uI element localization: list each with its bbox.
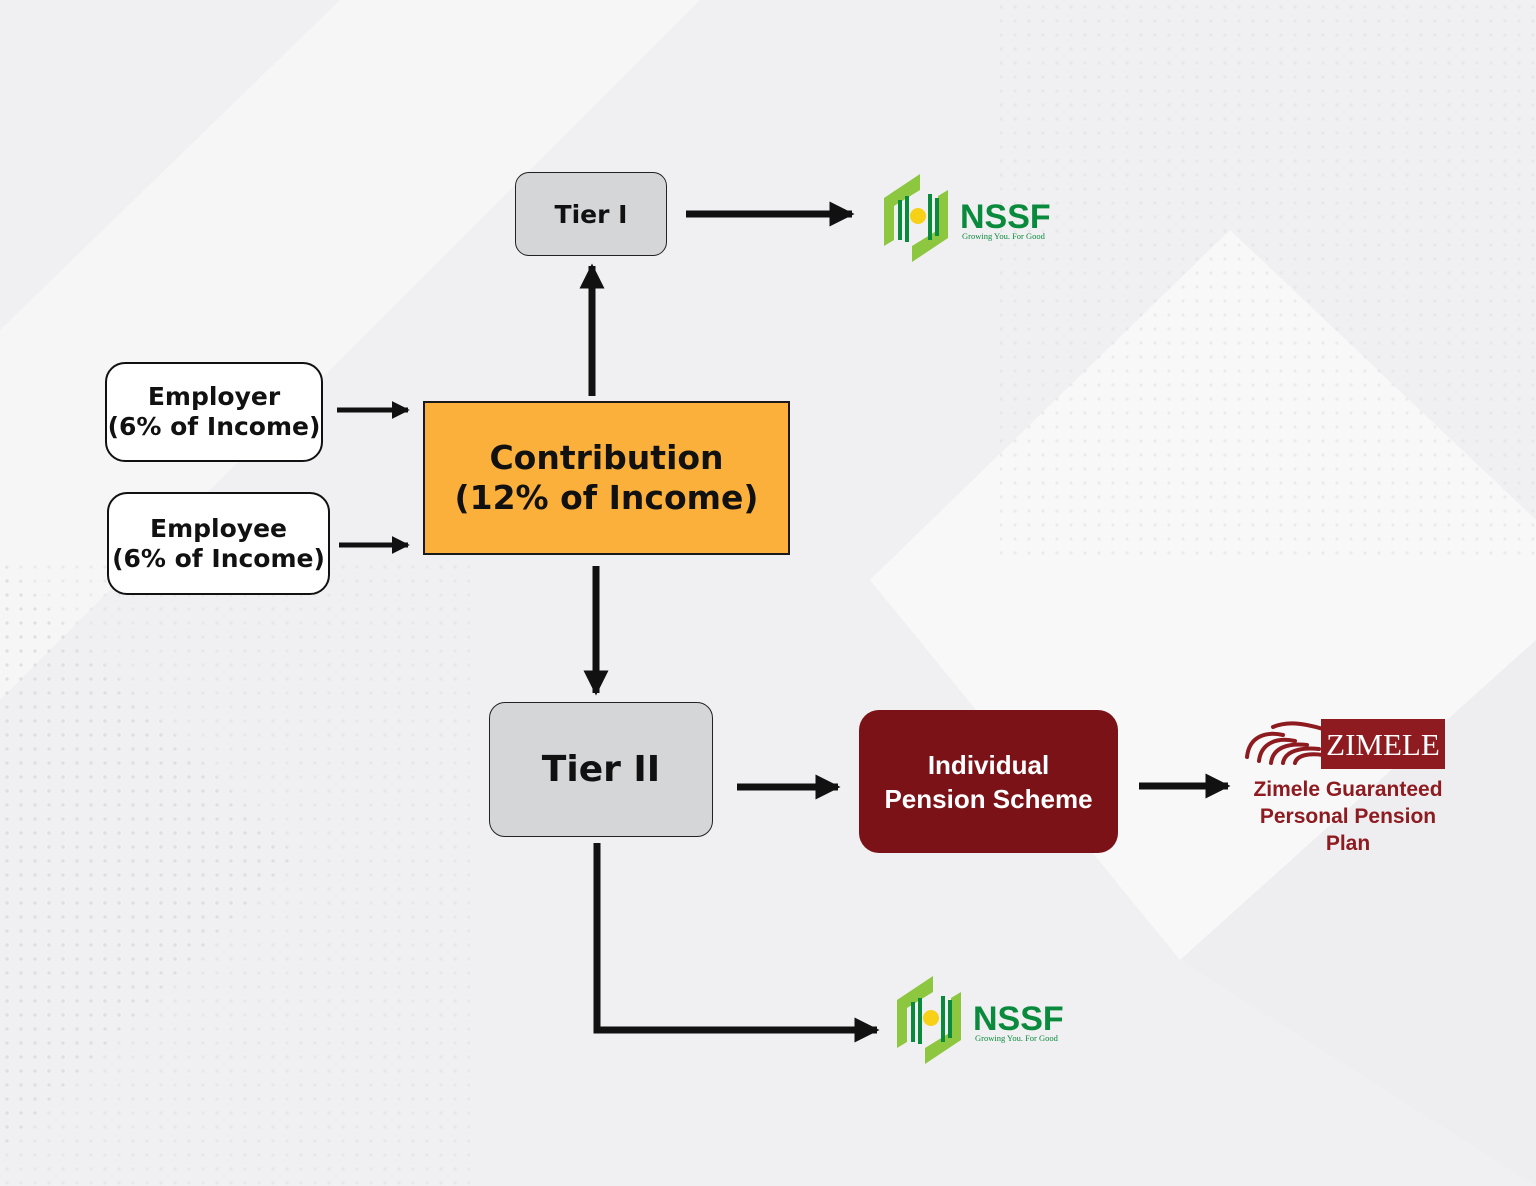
employee-box: Employee (6% of Income) [107,492,330,595]
contribution-label: Contribution [489,438,724,477]
employee-label: Employee [150,513,287,543]
zimele-plan-caption: Zimele Guaranteed Personal Pension Plan [1232,776,1464,857]
zimele-caption-line-2: Personal Pension [1259,805,1437,828]
contribution-box: Contribution (12% of Income) [423,401,790,555]
zimele-logo-text: ZIMELE [1326,727,1440,762]
employer-share: (6% of Income) [107,412,321,441]
scheme-label-line-2: Pension Scheme [884,783,1093,814]
nssf-logo-icon: NSSF Growing You. For Good [884,174,1051,262]
nssf-logo-text: NSSF [960,198,1051,236]
nssf-logo-icon: NSSF Growing You. For Good [897,976,1064,1064]
tier-1-box: Tier I [515,172,667,256]
scheme-label-line-1: Individual [927,749,1050,780]
contribution-share: (12% of Income) [454,478,759,517]
zimele-caption-line-1: Zimele Guaranteed [1253,778,1443,801]
individual-pension-scheme-box: Individual Pension Scheme [859,710,1118,853]
nssf-logo-text: NSSF [973,1000,1064,1038]
zimele-caption-line-3: Plan [1325,832,1371,855]
tier-2-box: Tier II [489,702,713,837]
nssf-logo-tagline: Growing You. For Good [975,1033,1059,1043]
zimele-logo-icon: ZIMELE [1245,719,1445,769]
nssf-logo-tagline: Growing You. For Good [962,231,1046,241]
employer-box: Employer (6% of Income) [105,362,323,462]
employee-share: (6% of Income) [112,543,325,573]
tier-2-label: Tier II [541,749,661,790]
tier-1-label: Tier I [554,199,628,229]
arrow-tier2-to-nssf [593,843,880,1043]
employer-label: Employer [147,382,281,411]
